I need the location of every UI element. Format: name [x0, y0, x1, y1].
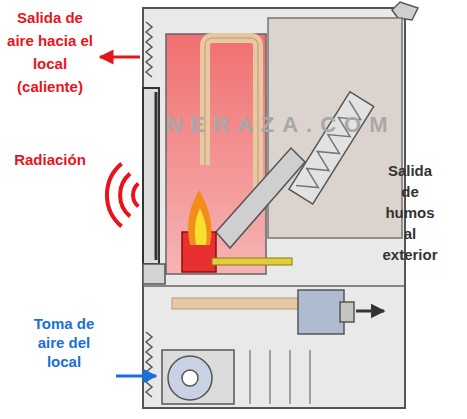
hot-air-arrow: [100, 56, 140, 59]
hot-air-grill: [146, 22, 152, 77]
exhaust-label: Salida de humos al exterior: [380, 160, 440, 265]
radiation-label: Radiación: [5, 150, 95, 170]
watermark: NERAZA.COM: [150, 112, 412, 138]
intake-grill: [146, 332, 152, 397]
door-base: [143, 264, 165, 284]
hot-air-label: Salida de aire hacia el local (caliente): [5, 6, 95, 98]
blower-fan: [168, 356, 212, 400]
flame: [188, 190, 211, 245]
pellet-chute: [216, 148, 305, 248]
flame-core: [195, 208, 207, 245]
rib: [289, 350, 291, 404]
igniter: [212, 258, 292, 265]
door-glass: [155, 92, 158, 260]
blower-housing: [162, 350, 234, 404]
exhaust-pipe: [340, 302, 354, 322]
intake-label: Toma de aire del local: [24, 314, 104, 371]
rib: [269, 350, 271, 404]
rib: [309, 350, 311, 404]
radiation-wave: [133, 184, 138, 207]
separator: [143, 285, 405, 287]
rib: [249, 350, 251, 404]
exhaust-fan: [298, 290, 344, 334]
flue-duct: [172, 298, 302, 309]
blower-hub: [182, 370, 198, 386]
radiation-wave: [120, 174, 130, 217]
intake-arrow: [116, 375, 156, 378]
door: [143, 88, 159, 264]
radiation-wave: [107, 164, 122, 227]
auger: [289, 92, 374, 204]
combustion-chamber: [166, 34, 266, 274]
exhaust-arrow: [356, 310, 384, 313]
stove-body: [143, 8, 405, 408]
